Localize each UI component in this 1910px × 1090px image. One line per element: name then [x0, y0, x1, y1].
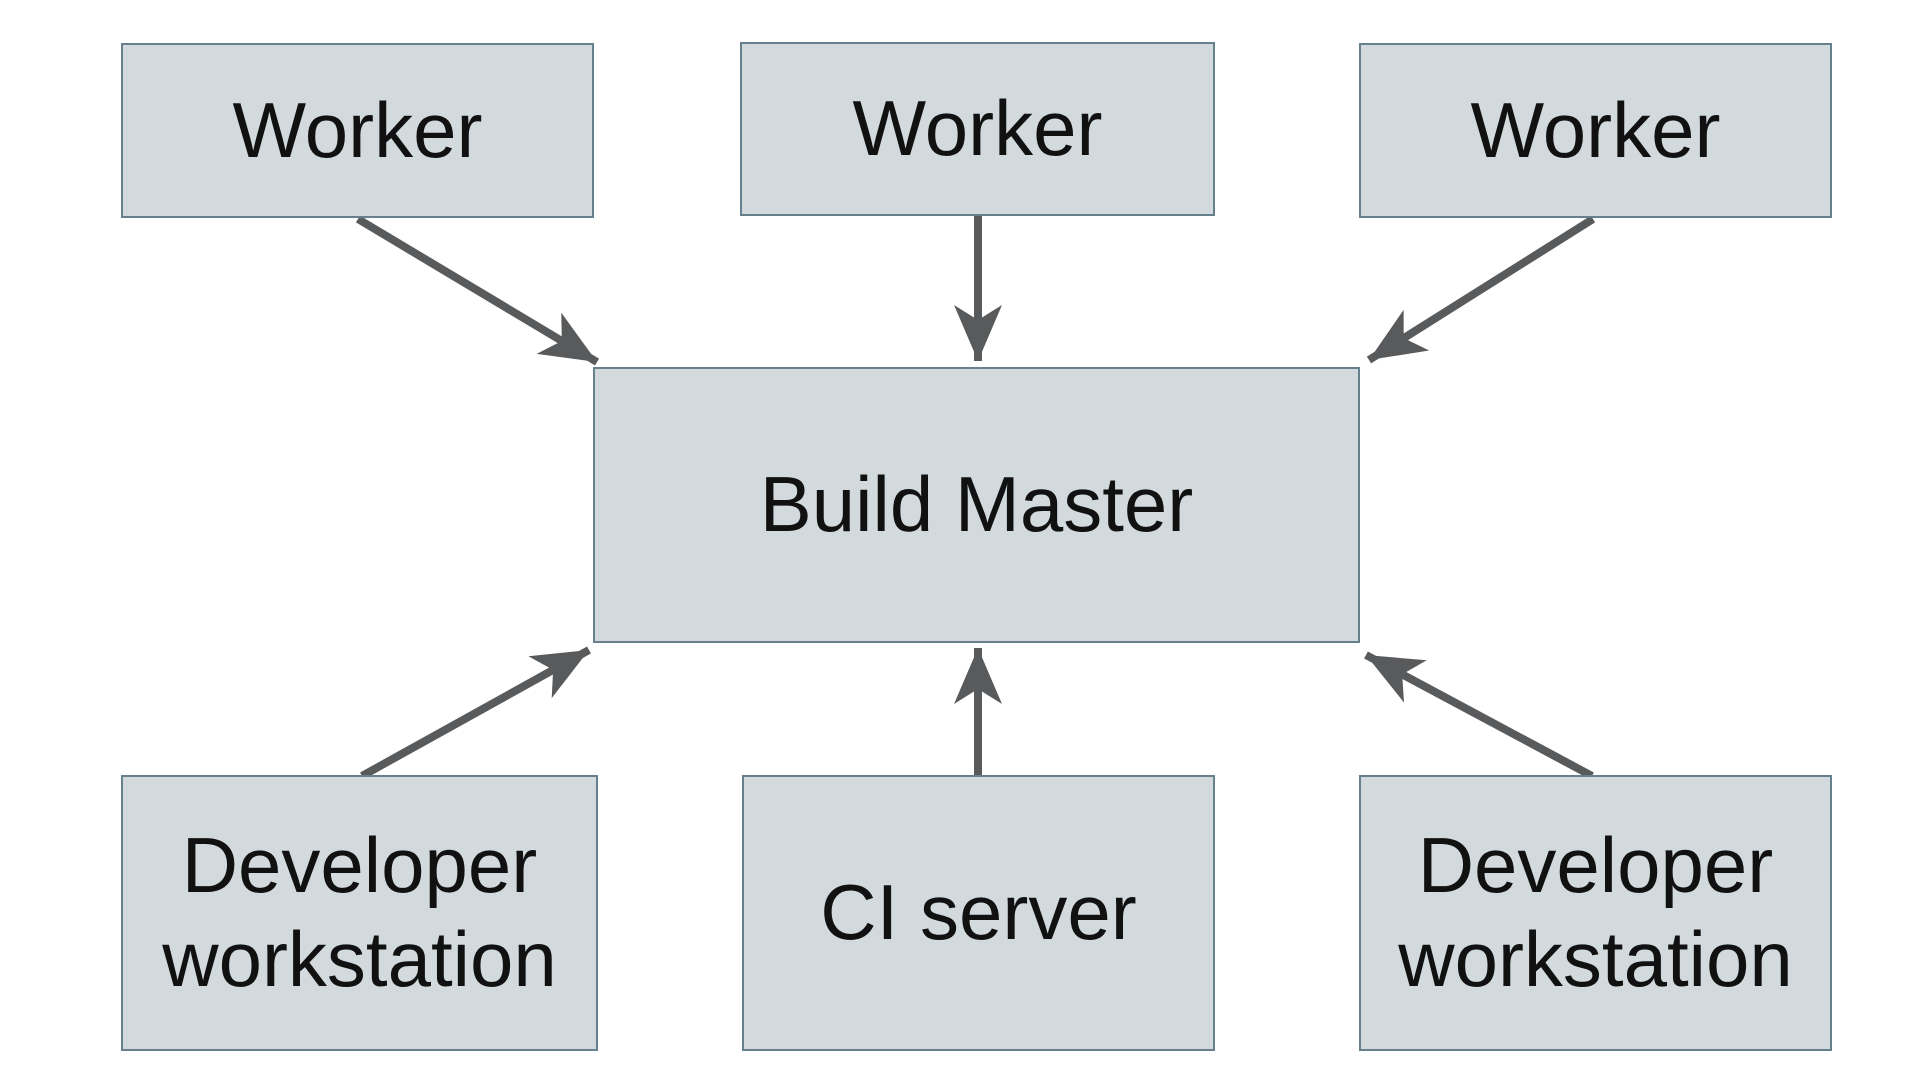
node-label: Worker [852, 84, 1103, 173]
arrow-worker-1-to-build-master [355, 215, 600, 366]
arrow-worker-3-to-build-master [1366, 215, 1596, 364]
node-label: Developer workstation [1398, 821, 1793, 1003]
node-ci-server: CI server [742, 775, 1215, 1051]
node-label: CI server [820, 868, 1137, 957]
arrow-developer-workstation-left-to-build-master [360, 646, 591, 780]
node-label: Worker [232, 85, 483, 174]
node-label: Build Master [759, 460, 1194, 549]
node-label: Developer workstation [162, 821, 557, 1003]
node-developer-workstation-left: Developer workstation [121, 775, 598, 1051]
node-label: Worker [1470, 85, 1721, 174]
node-worker-3: Worker [1359, 43, 1832, 218]
node-worker-1: Worker [121, 43, 594, 218]
node-worker-2: Worker [740, 42, 1215, 216]
node-developer-workstation-right: Developer workstation [1359, 775, 1832, 1051]
arrow-developer-workstation-right-to-build-master [1364, 651, 1594, 780]
node-build-master: Build Master [593, 367, 1360, 643]
